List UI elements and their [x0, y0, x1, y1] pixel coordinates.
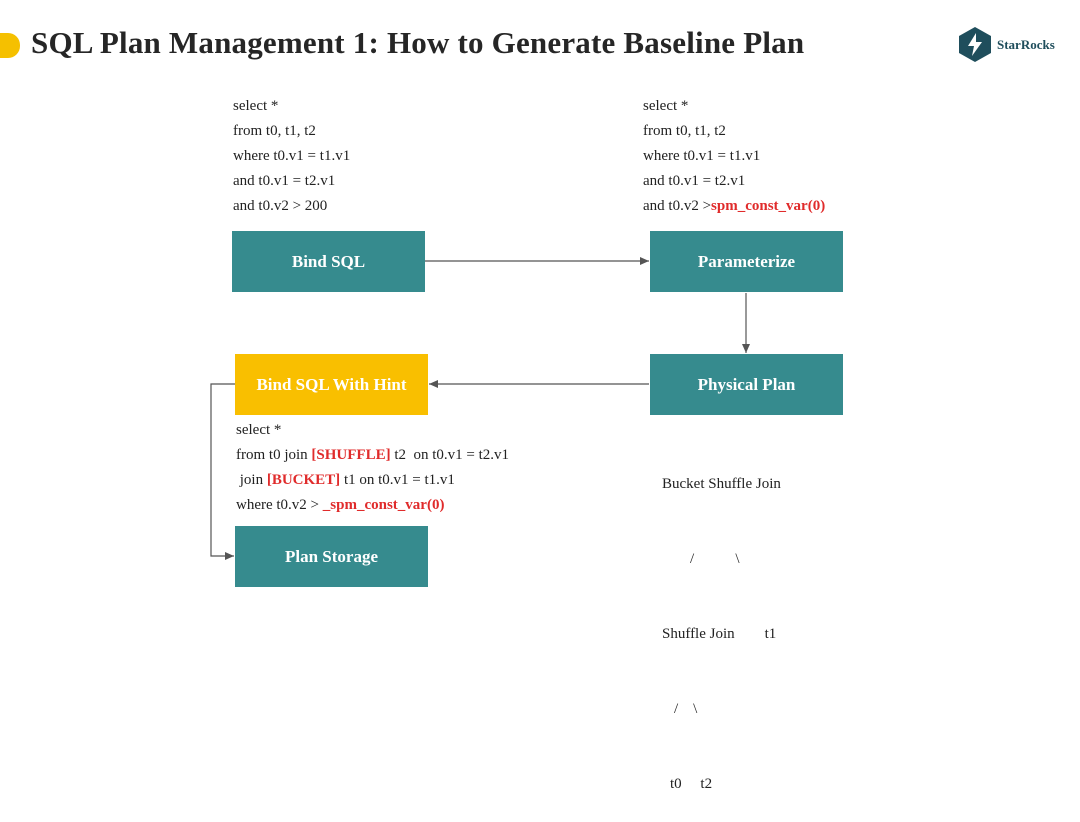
page-title: SQL Plan Management 1: How to Generate B… [31, 25, 805, 60]
code-line: select * [236, 422, 282, 438]
logo-text: StarRocks [997, 36, 1055, 52]
bind-sql-with-hint-node: Bind SQL With Hint [235, 354, 428, 415]
plan-tree-root: Bucket Shuffle Join [662, 476, 781, 492]
code-line: join [BUCKET] t1 on t0.v1 = t1.v1 [236, 468, 509, 493]
plan-tree-mid: Shuffle Join t1 [662, 626, 777, 642]
plan-tree-leaves: t0 t2 [670, 776, 713, 792]
code-text: where t0.v2 > [236, 497, 323, 513]
code-line: from t0, t1, t2 [233, 123, 316, 139]
title-accent-marker [0, 33, 20, 58]
code-line: and t0.v2 > 200 [233, 198, 328, 214]
code-line: where t0.v2 > _spm_const_var(0) [236, 493, 509, 518]
physical-plan-node: Physical Plan [650, 354, 843, 415]
bucket-hint-highlight: [BUCKET] [266, 472, 341, 488]
code-line: from t0, t1, t2 [643, 123, 726, 139]
plan-tree-edge: / \ [690, 551, 740, 567]
bind-sql-node: Bind SQL [232, 231, 425, 292]
code-text: join [236, 472, 267, 488]
plan-tree: Bucket Shuffle Join / \ Shuffle Join t1 … [662, 422, 781, 822]
sql-hint-text: select * from t0 join [SHUFFLE] t2 on t0.… [236, 418, 509, 518]
const-var-highlight: spm_const_var(0) [711, 198, 826, 214]
sql-parameterized-text: select * from t0, t1, t2 where t0.v1 = t1.… [643, 94, 825, 219]
sql-original-text: select * from t0, t1, t2 where t0.v1 = t1.… [233, 94, 350, 219]
code-line: where t0.v1 = t1.v1 [233, 148, 351, 164]
code-line: and t0.v1 = t2.v1 [643, 173, 746, 189]
plan-storage-node: Plan Storage [235, 526, 428, 587]
code-line: and t0.v1 = t2.v1 [233, 173, 336, 189]
code-line: and t0.v2 >spm_const_var(0) [643, 194, 825, 219]
flow-arrows [210, 257, 750, 560]
code-text: from t0 join [236, 447, 312, 463]
starrocks-logo: StarRocks [959, 27, 1055, 62]
code-text: t1 on t0.v1 = t1.v1 [340, 472, 455, 488]
parameterize-node: Parameterize [650, 231, 843, 292]
code-line: where t0.v1 = t1.v1 [643, 148, 761, 164]
plan-tree-edge: / \ [674, 701, 698, 717]
arrow-hint-to-storage [210, 383, 235, 560]
code-line: from t0 join [SHUFFLE] t2 on t0.v1 = t2.… [236, 443, 509, 468]
code-text: and t0.v2 > [643, 198, 712, 214]
const-var-highlight: _spm_const_var(0) [322, 497, 445, 513]
shuffle-hint-highlight: [SHUFFLE] [311, 447, 391, 463]
code-line: select * [233, 98, 279, 114]
starrocks-logo-icon [959, 27, 991, 62]
code-line: select * [643, 98, 689, 114]
code-text: t2 on t0.v1 = t2.v1 [390, 447, 510, 463]
